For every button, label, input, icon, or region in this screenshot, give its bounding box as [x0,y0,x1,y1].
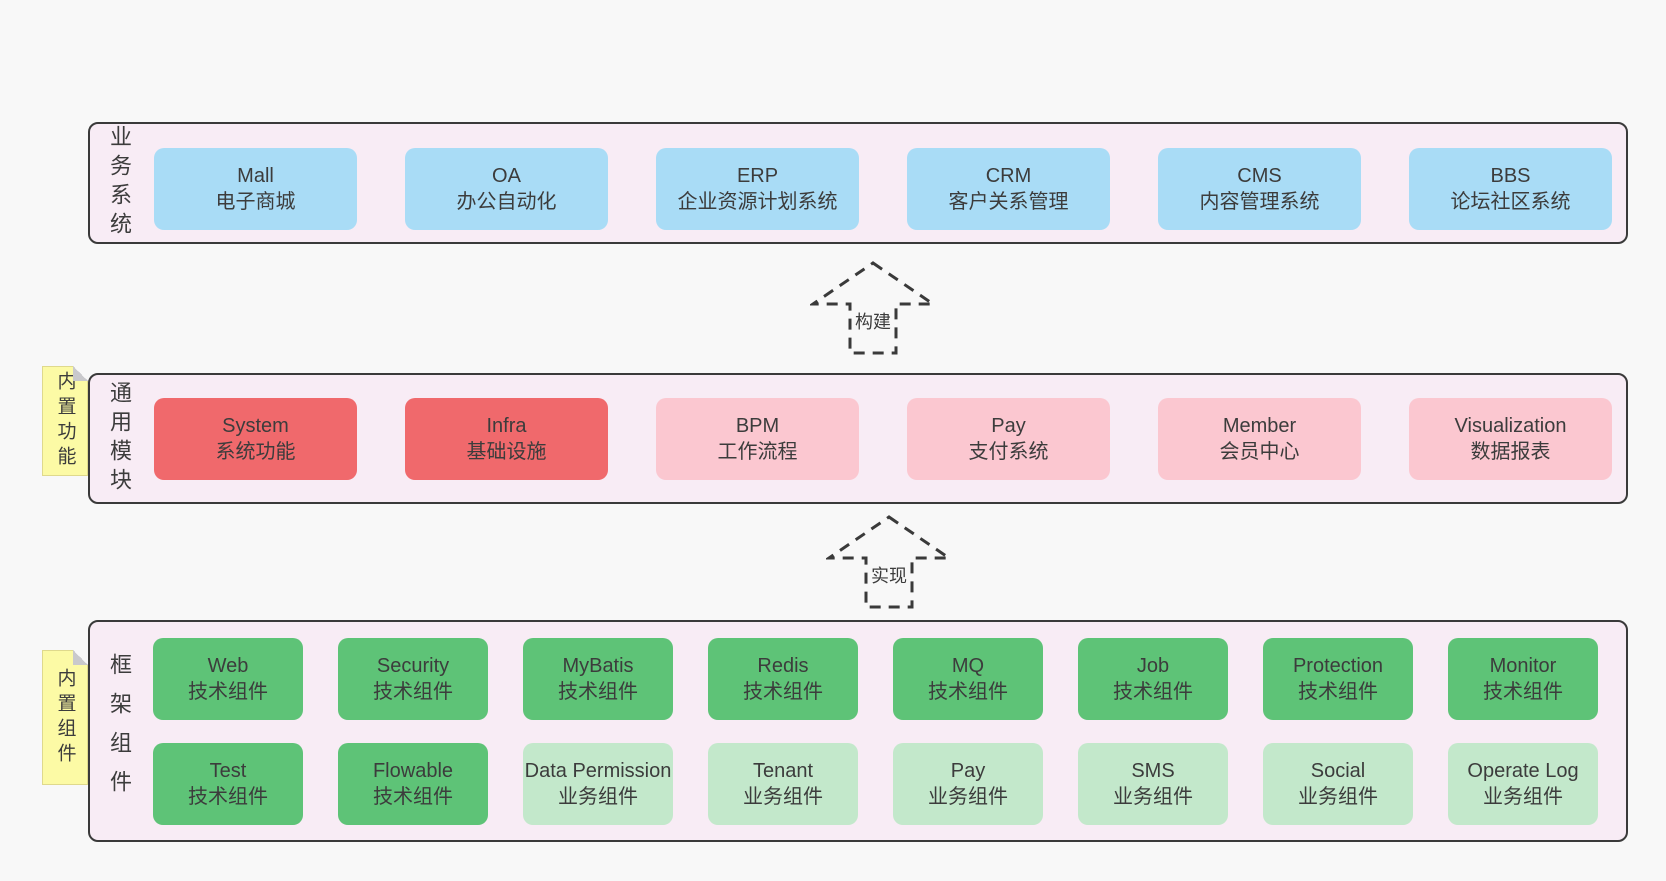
box-system: System 系统功能 [154,398,357,480]
components-row-2: Test 技术组件 Flowable 技术组件 Data Permission … [153,743,1626,825]
components-box-grid: Web 技术组件 Security 技术组件 MyBatis 技术组件 Redi… [90,638,1626,825]
box-erp: ERP 企业资源计划系统 [656,148,859,230]
arrow-implement-label: 实现 [868,562,910,588]
section-business-systems: 业务系统 Mall 电子商城 OA 办公自动化 ERP 企业资源计划系统 CRM… [88,122,1628,244]
arrow-implement: 实现 [826,514,952,610]
arrow-build-outline [810,261,936,355]
arrow-implement-outline [826,515,952,609]
box-mall: Mall 电子商城 [154,148,357,230]
sticky-built-in-components: 内置组件 [42,650,88,785]
business-box-row: Mall 电子商城 OA 办公自动化 ERP 企业资源计划系统 CRM 客户关系… [154,148,1626,230]
section-business-label: 业务系统 [107,125,132,241]
box-data-permission: Data Permission 业务组件 [523,743,673,825]
sticky-built-in-features: 内置功能 [42,366,88,476]
box-oa: OA 办公自动化 [405,148,608,230]
box-operate-log: Operate Log 业务组件 [1448,743,1598,825]
folded-corner-icon [73,650,88,665]
components-row-1: Web 技术组件 Security 技术组件 MyBatis 技术组件 Redi… [153,638,1626,720]
box-infra: Infra 基础设施 [405,398,608,480]
folded-corner-icon [73,366,88,381]
box-redis: Redis 技术组件 [708,638,858,720]
box-test: Test 技术组件 [153,743,303,825]
box-tenant: Tenant 业务组件 [708,743,858,825]
arrow-build-label: 构建 [852,308,894,334]
section-modules-label: 通用模块 [107,380,132,497]
box-mybatis: MyBatis 技术组件 [523,638,673,720]
box-crm: CRM 客户关系管理 [907,148,1110,230]
box-job: Job 技术组件 [1078,638,1228,720]
box-bbs: BBS 论坛社区系统 [1409,148,1612,230]
box-protection: Protection 技术组件 [1263,638,1413,720]
box-flowable: Flowable 技术组件 [338,743,488,825]
section-framework-components: 框架组件 Web 技术组件 Security 技术组件 MyBatis 技术组件… [88,620,1628,842]
box-monitor: Monitor 技术组件 [1448,638,1598,720]
box-mq: MQ 技术组件 [893,638,1043,720]
box-pay: Pay 支付系统 [907,398,1110,480]
section-common-modules: 通用模块 System 系统功能 Infra 基础设施 BPM 工作流程 Pay… [88,373,1628,504]
box-sms: SMS 业务组件 [1078,743,1228,825]
box-pay-biz: Pay 业务组件 [893,743,1043,825]
box-web: Web 技术组件 [153,638,303,720]
modules-box-row: System 系统功能 Infra 基础设施 BPM 工作流程 Pay 支付系统… [154,398,1626,480]
box-visualization: Visualization 数据报表 [1409,398,1612,480]
section-components-label: 框架组件 [107,653,132,809]
box-cms: CMS 内容管理系统 [1158,148,1361,230]
box-social: Social 业务组件 [1263,743,1413,825]
box-bpm: BPM 工作流程 [656,398,859,480]
arrow-build: 构建 [810,260,936,356]
box-security: Security 技术组件 [338,638,488,720]
box-member: Member 会员中心 [1158,398,1361,480]
